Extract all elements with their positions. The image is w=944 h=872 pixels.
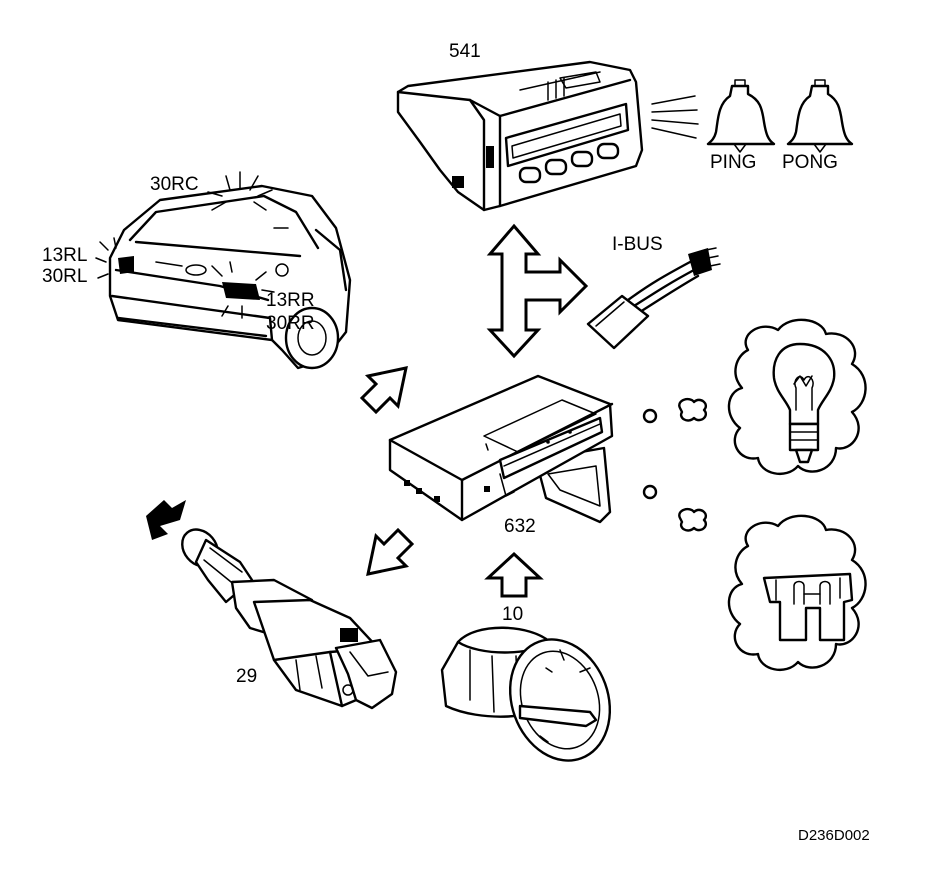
i-bus-connector: I-BUS bbox=[586, 234, 721, 350]
bidirectional-arrow bbox=[486, 223, 589, 359]
arrow-to-car bbox=[359, 366, 408, 415]
reference-code: D236D002 bbox=[798, 827, 870, 844]
label-10: 10 bbox=[502, 604, 523, 625]
control-module-632: 632 bbox=[388, 374, 614, 537]
label-632: 632 bbox=[504, 516, 536, 537]
fuse-icon bbox=[762, 572, 854, 642]
label-30rl: 30RL bbox=[42, 266, 87, 287]
arrow-from-light-switch: 10 bbox=[484, 551, 544, 625]
display-unit-541: 541 bbox=[396, 41, 644, 212]
bell-pong-icon: PONG bbox=[782, 79, 854, 173]
label-30rr: 30RR bbox=[266, 313, 315, 334]
brake-light-switch-29: 29 bbox=[146, 500, 398, 710]
label-i-bus: I-BUS bbox=[612, 234, 663, 255]
label-30rc: 30RC bbox=[150, 174, 199, 195]
label-29: 29 bbox=[236, 666, 257, 687]
arrow-from-brake-switch bbox=[366, 527, 415, 576]
car-rear: 30RC 13RL 30RL 13RR 30RR bbox=[42, 171, 352, 370]
sound-lines bbox=[651, 95, 699, 139]
label-13rr: 13RR bbox=[266, 290, 315, 311]
label-pong: PONG bbox=[782, 152, 838, 173]
bulb-icon bbox=[772, 342, 836, 464]
bell-ping-icon: PING bbox=[706, 79, 776, 173]
label-13rl: 13RL bbox=[42, 245, 87, 266]
thought-bubble-fuse bbox=[642, 484, 867, 672]
thought-bubble-bulb bbox=[642, 318, 867, 476]
label-541: 541 bbox=[449, 41, 481, 62]
light-switch-10 bbox=[440, 626, 612, 762]
label-ping: PING bbox=[710, 152, 756, 173]
